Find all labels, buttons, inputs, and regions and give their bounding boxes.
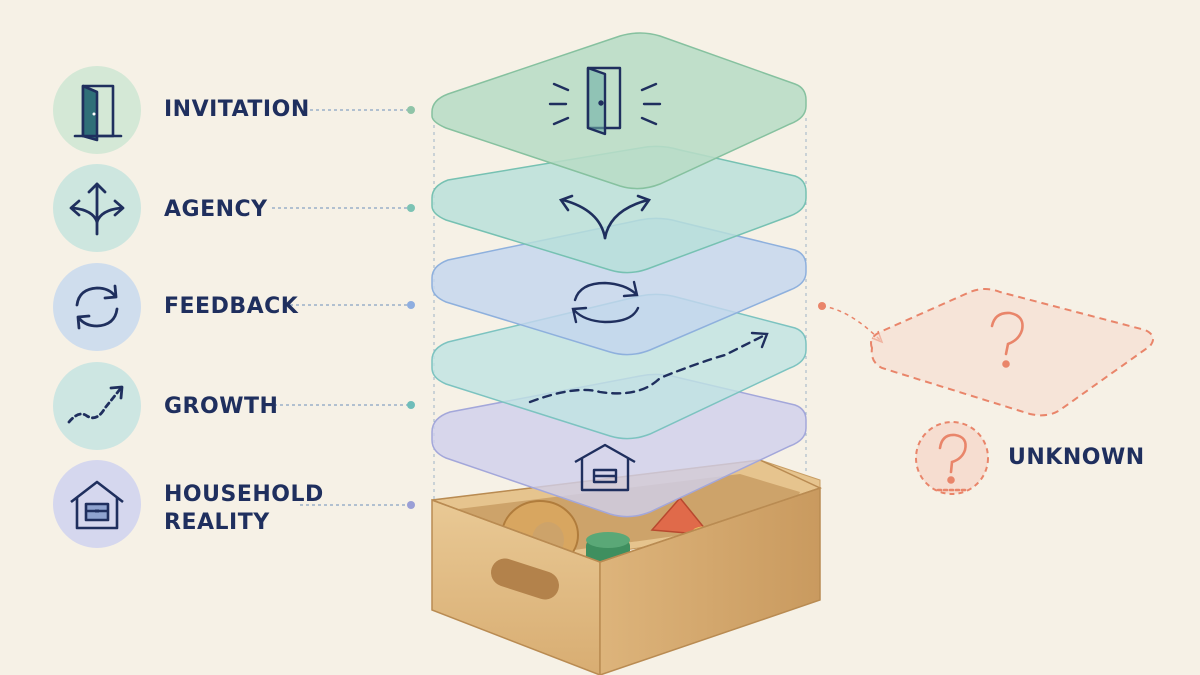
door-icon — [53, 66, 141, 154]
trend-arrow-icon — [528, 331, 769, 404]
open-door-icon — [548, 66, 662, 136]
unknown-circle — [915, 421, 989, 495]
agency-icon-badge — [53, 164, 141, 252]
unknown-layer — [818, 288, 1155, 495]
label-household-reality: HOUSEHOLD REALITY — [164, 481, 324, 537]
label-unknown: UNKNOWN — [1008, 445, 1145, 470]
branch-arrows-icon — [558, 194, 652, 240]
connector-dots — [407, 106, 415, 509]
question-mark-icon — [990, 311, 1024, 368]
cycle-arrows-icon — [53, 263, 141, 351]
invitation-icon-badge — [53, 66, 141, 154]
cycle-arrows-icon — [571, 280, 640, 324]
label-agency: AGENCY — [164, 197, 268, 222]
box-handle — [491, 558, 559, 600]
branch-arrows-icon — [53, 164, 141, 252]
layer-plates — [431, 32, 807, 518]
growth-icon-badge — [53, 362, 141, 450]
household-icon-badge — [53, 460, 141, 548]
trend-arrow-icon — [53, 362, 141, 450]
house-icon — [574, 443, 636, 492]
layer-feedback — [431, 217, 807, 356]
layer-invitation — [431, 32, 807, 190]
label-invitation: INVITATION — [164, 97, 310, 122]
stack-guides — [433, 118, 807, 510]
label-growth: GROWTH — [164, 394, 279, 419]
connector-lines — [272, 109, 408, 506]
label-household-line1: HOUSEHOLD — [164, 482, 324, 507]
feedback-icon-badge — [53, 263, 141, 351]
label-feedback: FEEDBACK — [164, 294, 299, 319]
house-icon — [53, 460, 141, 548]
unknown-question-icon — [936, 433, 968, 492]
label-household-line2: REALITY — [164, 510, 270, 535]
